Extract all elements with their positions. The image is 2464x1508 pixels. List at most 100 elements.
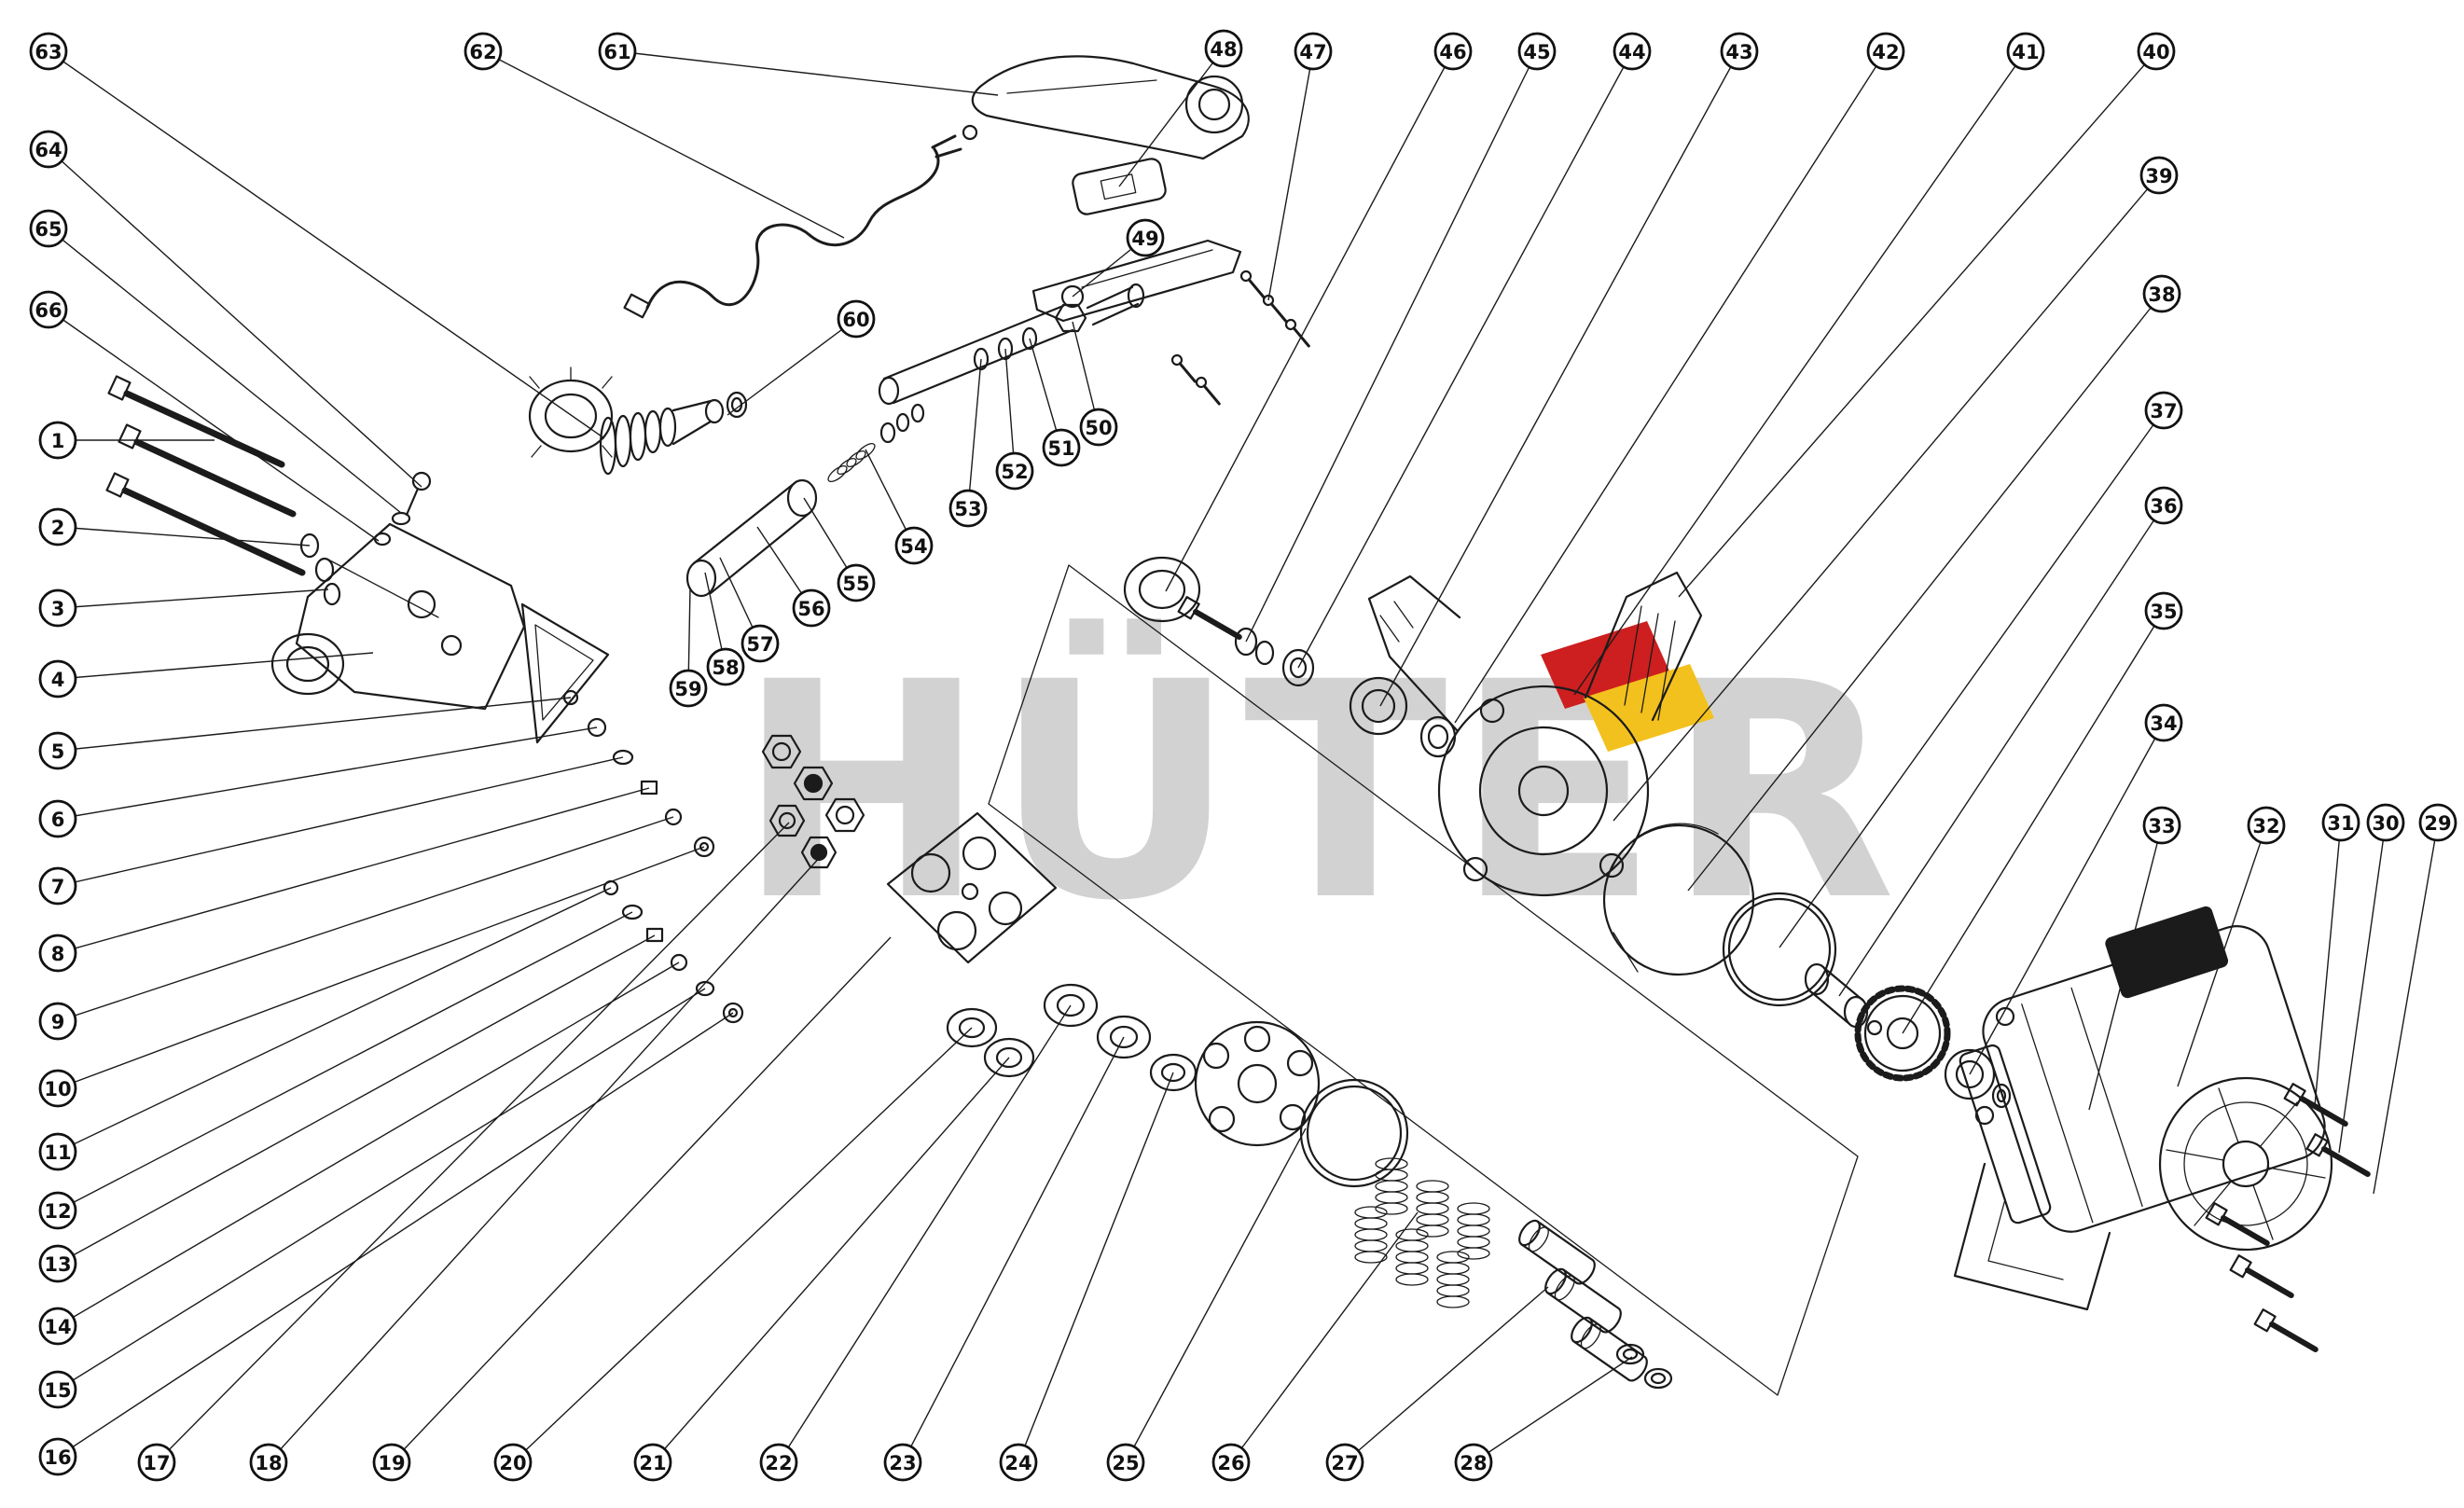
callout-49: 49	[1126, 218, 1165, 257]
part-seal-rings	[946, 983, 1197, 1092]
callout-number: 30	[2372, 812, 2399, 835]
callout-balloon	[464, 32, 503, 71]
part-valve-fasteners-a	[562, 689, 715, 858]
callout-balloon	[1211, 1443, 1251, 1482]
callout-number: 12	[44, 1200, 71, 1223]
callout-number: 64	[35, 139, 62, 161]
callout-33: 33	[2142, 806, 2181, 845]
leader-line-21	[652, 1057, 1010, 1463]
callout-39: 39	[2139, 156, 2179, 195]
leader-line-9	[57, 816, 674, 1022]
callout-24: 24	[999, 1443, 1038, 1482]
callout-balloon	[1433, 32, 1473, 71]
callout-number: 22	[765, 1452, 792, 1474]
callout-65: 65	[29, 209, 68, 248]
callout-balloon	[38, 1132, 77, 1171]
callout-number: 2	[51, 517, 65, 539]
callout-balloon	[38, 1437, 77, 1476]
leader-line-24	[1017, 1072, 1174, 1463]
callout-balloon	[372, 1443, 411, 1482]
callout-number: 23	[889, 1452, 916, 1474]
callout-7: 7	[38, 866, 77, 906]
callout-number: 17	[143, 1452, 170, 1474]
callout-balloon	[792, 588, 831, 628]
leader-line-37	[1779, 409, 2165, 948]
leader-line-13	[57, 934, 656, 1265]
callout-number: 39	[2145, 165, 2172, 187]
callout-number: 60	[842, 309, 869, 331]
leader-line-44	[1297, 50, 1633, 669]
callout-balloon	[1720, 32, 1759, 71]
callout-number: 9	[51, 1011, 65, 1033]
callout-number: 1	[51, 430, 65, 452]
callout-number: 11	[44, 1141, 71, 1164]
callout-balloon	[38, 1191, 77, 1230]
callout-19: 19	[372, 1443, 411, 1482]
callout-number: 44	[1618, 41, 1645, 63]
callout-balloon	[2139, 156, 2179, 195]
callout-number: 27	[1331, 1452, 1358, 1474]
callout-66: 66	[29, 290, 68, 329]
leader-line-41	[1573, 50, 2027, 696]
callout-balloon	[38, 1370, 77, 1409]
callout-number: 18	[255, 1452, 282, 1474]
callout-number: 14	[44, 1316, 71, 1338]
callout-58: 58	[706, 647, 745, 686]
callout-balloon	[1613, 32, 1652, 71]
callout-26: 26	[1211, 1443, 1251, 1482]
callout-number: 65	[35, 218, 62, 241]
leader-line-45	[1245, 50, 1538, 643]
callout-20: 20	[493, 1443, 533, 1482]
callout-balloon	[38, 731, 77, 770]
callout-32: 32	[2247, 806, 2286, 845]
callout-53: 53	[948, 489, 988, 528]
callout-number: 46	[1439, 41, 1466, 63]
leader-line-53	[967, 358, 982, 509]
callout-number: 52	[1001, 461, 1028, 483]
leader-line-61	[616, 50, 999, 96]
leader-line-25	[1125, 1128, 1307, 1463]
leader-line-38	[1687, 293, 2163, 892]
part-drive-gear	[1854, 985, 1951, 1082]
callout-number: 54	[900, 535, 927, 558]
part-head-gasket	[520, 602, 610, 744]
callout-number: 51	[1047, 437, 1074, 460]
callout-balloon	[38, 1069, 77, 1108]
parts-artwork	[105, 55, 2373, 1396]
callout-62: 62	[464, 32, 503, 71]
leader-line-12	[57, 911, 633, 1211]
callout-47: 47	[1294, 32, 1333, 71]
part-gearbox-housing	[1367, 571, 1703, 897]
leader-line-22	[778, 1004, 1072, 1463]
part-small-screws	[1169, 268, 1314, 408]
callout-balloon	[837, 299, 876, 339]
callout-balloon	[493, 1443, 533, 1482]
part-coupling-nut	[528, 367, 614, 458]
callout-number: 21	[639, 1452, 666, 1474]
callout-44: 44	[1613, 32, 1652, 71]
part-piston-seals	[1615, 1343, 1673, 1390]
callout-number: 13	[44, 1253, 71, 1276]
callout-number: 15	[44, 1379, 71, 1402]
leader-line-40	[1678, 50, 2157, 598]
part-piston-springs	[1354, 1157, 1490, 1308]
callout-number: 57	[746, 633, 773, 656]
callout-34: 34	[2144, 703, 2183, 742]
callout-60: 60	[837, 299, 876, 339]
callout-number: 42	[1872, 41, 1899, 63]
leader-line-35	[1902, 610, 2165, 1034]
callout-63: 63	[29, 32, 68, 71]
callout-balloon	[29, 209, 68, 248]
callout-balloon	[38, 421, 77, 460]
leader-line-27	[1344, 1286, 1549, 1463]
callout-30: 30	[2366, 803, 2405, 842]
leader-line-14	[57, 962, 680, 1327]
callout-number: 36	[2150, 495, 2177, 518]
callout-number: 25	[1112, 1452, 1139, 1474]
callout-balloon	[2144, 486, 2183, 525]
callout-22: 22	[759, 1443, 798, 1482]
part-valve-caps	[761, 734, 865, 869]
watermark-flag-red-icon	[1541, 621, 1671, 709]
callout-balloon	[2142, 274, 2181, 313]
